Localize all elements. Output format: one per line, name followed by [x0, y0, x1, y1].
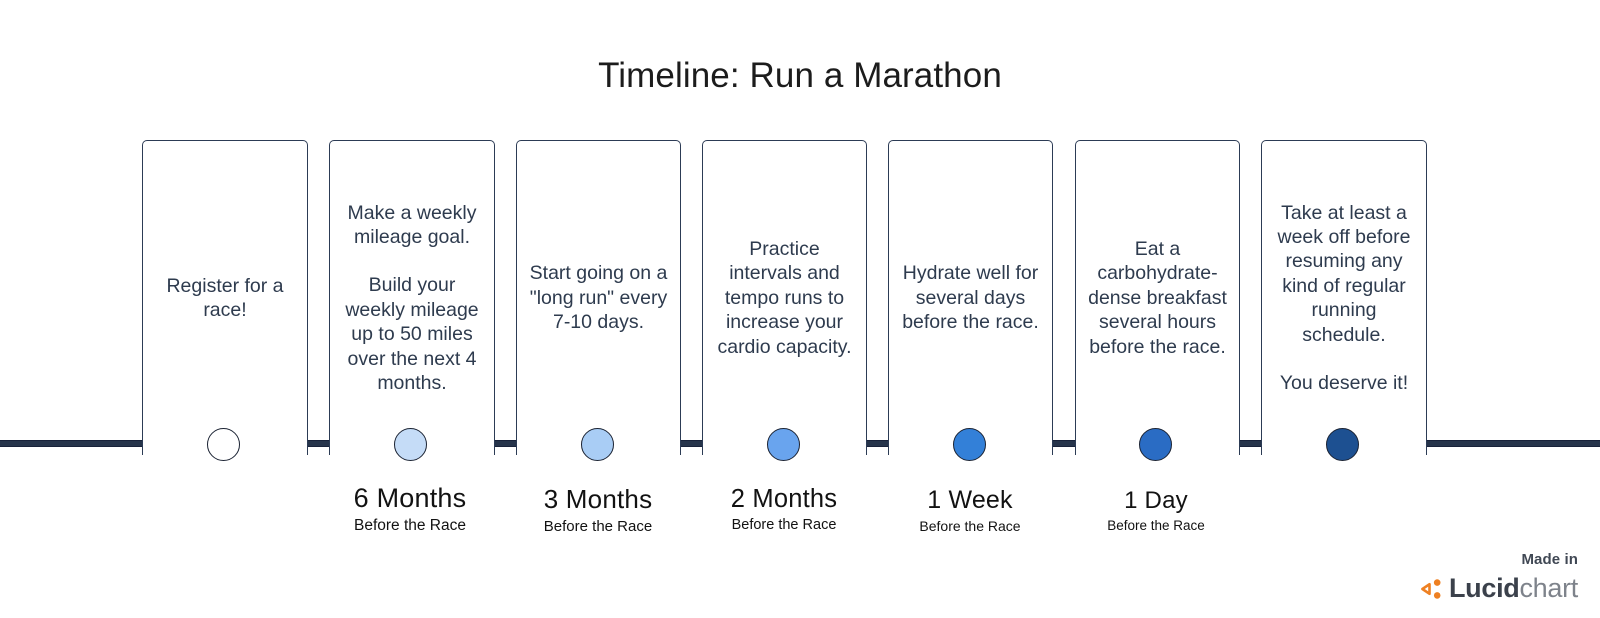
- milestone-card[interactable]: Practice intervals and tempo runs to inc…: [702, 140, 867, 455]
- card-paragraph: Register for a race!: [166, 274, 284, 321]
- milestone-label-main: 6 Months: [353, 483, 467, 513]
- lucidchart-branding: Made in Lucidchart: [1417, 552, 1578, 602]
- page-title: Timeline: Run a Marathon: [598, 56, 1002, 95]
- milestone-dot[interactable]: [581, 428, 614, 461]
- wordmark-bold: Lucid: [1448, 573, 1520, 603]
- milestone-label: 3 Months Before the Race: [498, 484, 698, 535]
- milestone-dot[interactable]: [767, 428, 800, 461]
- milestone-label-sub: Before the Race: [543, 518, 653, 535]
- milestone-card[interactable]: Register for a race!: [142, 140, 308, 455]
- card-paragraph: Start going on a "long run" every 7-10 d…: [529, 262, 668, 334]
- milestone-dot[interactable]: [1139, 428, 1172, 461]
- milestone-card[interactable]: Make a weekly mileage goal. Build your w…: [329, 140, 495, 455]
- card-paragraph: Take at least a week off before resuming…: [1277, 201, 1411, 346]
- card-paragraph: Practice intervals and tempo runs to inc…: [717, 237, 852, 358]
- milestone-label-main: 1 Day: [1124, 487, 1188, 514]
- lucidchart-wordmark: Lucidchart: [1449, 575, 1578, 602]
- milestone-label-sub: Before the Race: [919, 518, 1021, 534]
- milestone-label-main: 1 Week: [927, 486, 1013, 514]
- lucid-logo-icon: [1421, 578, 1441, 599]
- milestone-dot[interactable]: [394, 428, 427, 461]
- milestone-dot[interactable]: [207, 428, 240, 461]
- milestone-label-sub: Before the Race: [731, 517, 837, 533]
- milestone-label-main: 2 Months: [730, 485, 838, 513]
- card-paragraph: Eat a carbohydrate-dense breakfast sever…: [1088, 237, 1227, 358]
- card-paragraph: Make a weekly mileage goal.: [347, 201, 477, 248]
- milestone-label: 1 Week Before the Race: [870, 486, 1070, 534]
- milestone-card[interactable]: Eat a carbohydrate-dense breakfast sever…: [1075, 140, 1240, 455]
- card-paragraph: You deserve it!: [1279, 372, 1409, 395]
- milestone-dot[interactable]: [953, 428, 986, 461]
- milestone-card[interactable]: Hydrate well for several days before the…: [888, 140, 1053, 455]
- milestone-label-sub: Before the Race: [1107, 518, 1205, 533]
- milestone-label: 6 Months Before the Race: [310, 483, 510, 535]
- milestone-label: 2 Months Before the Race: [684, 485, 884, 533]
- milestone-card[interactable]: Take at least a week off before resuming…: [1261, 140, 1427, 455]
- card-paragraph: Build your weekly mileage up to 50 miles…: [345, 274, 479, 395]
- milestone-label: 1 Day Before the Race: [1056, 487, 1256, 533]
- made-in-label: Made in: [1521, 551, 1578, 568]
- wordmark-light: chart: [1519, 573, 1578, 603]
- milestone-label-main: 3 Months: [543, 484, 653, 514]
- milestone-label-sub: Before the Race: [353, 517, 466, 534]
- card-paragraph: Hydrate well for several days before the…: [902, 262, 1039, 334]
- milestone-dot[interactable]: [1326, 428, 1359, 461]
- milestone-card[interactable]: Start going on a "long run" every 7-10 d…: [516, 140, 681, 455]
